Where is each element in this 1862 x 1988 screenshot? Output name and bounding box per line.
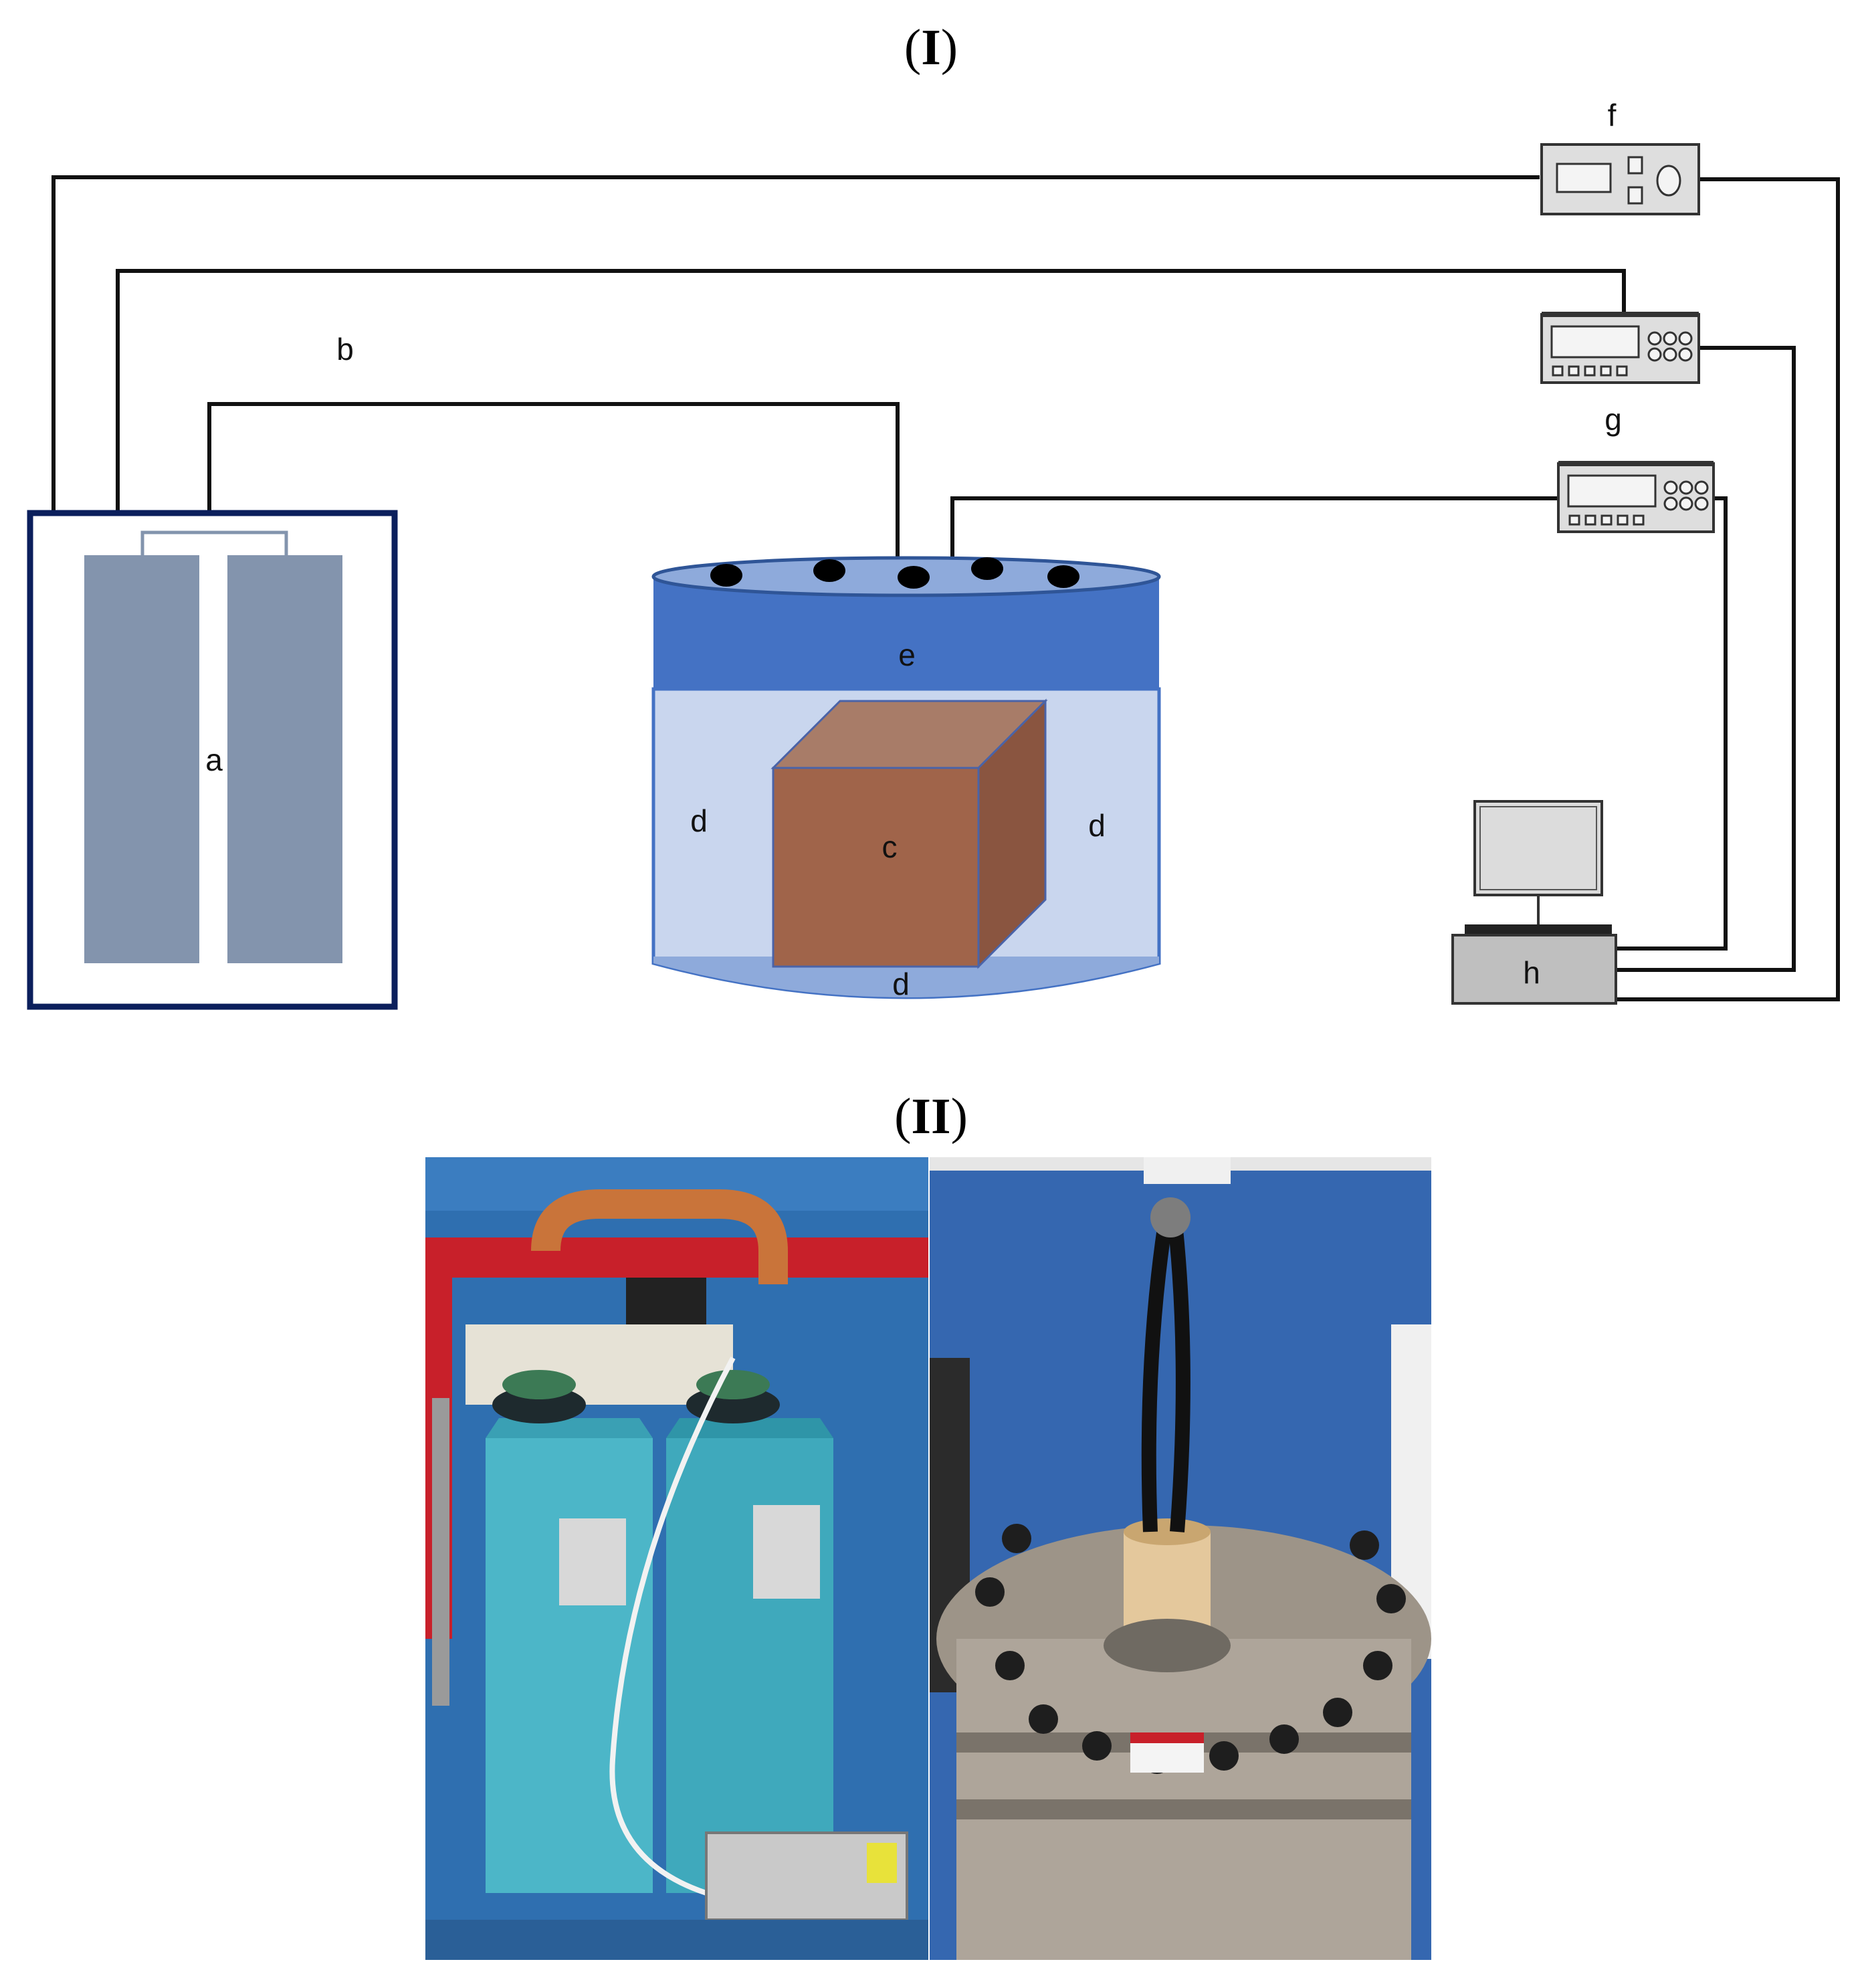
panel-title-top: (I) (904, 19, 958, 76)
electrode-hole (1047, 565, 1079, 588)
instrument-f-knob (1656, 165, 1681, 197)
label-f: f (1608, 98, 1617, 132)
vessel: c d d d e (651, 556, 1161, 1001)
computer-base (1451, 934, 1617, 1005)
vessel-lid (653, 577, 1159, 689)
electrode-hole (813, 559, 845, 582)
instrument-f-button (1627, 156, 1643, 175)
wires (51, 175, 1840, 1001)
instrument-f-display (1556, 163, 1612, 193)
label-d-right: d (1088, 808, 1106, 843)
electrode-hole (898, 566, 930, 589)
instrument-g-rim (1558, 461, 1714, 466)
label-a: a (205, 742, 223, 777)
instrument-g-display (1567, 474, 1657, 508)
electrode-hole (971, 557, 1003, 580)
wire-capacitor-to-f (51, 175, 1540, 512)
wire-meter-to-h (1617, 346, 1796, 972)
capacitor-plate-right (227, 555, 342, 963)
wire-f-to-h (1617, 177, 1840, 1001)
computer-screen (1479, 806, 1597, 890)
schematic-diagram: a b c d d d e f (27, 98, 1840, 1010)
capacitor-bank: a (27, 510, 398, 1010)
computer-h: h (1451, 800, 1617, 1005)
panel-title-bottom: (II) (894, 1088, 968, 1145)
label-e: e (898, 637, 916, 672)
capacitor-plate-left (84, 555, 199, 963)
label-g: g (1605, 402, 1622, 437)
meter-top (1540, 312, 1700, 384)
instrument-f-button (1627, 186, 1643, 205)
instrument-g: g (1557, 402, 1715, 533)
label-c: c (882, 829, 898, 864)
electrode-hole (710, 564, 742, 587)
wire-g-to-h (1617, 496, 1728, 951)
label-h: h (1523, 955, 1540, 990)
meter-top-display (1550, 325, 1640, 359)
wire-capacitor-to-vessel (207, 402, 900, 565)
capacitor-bank-photo (425, 1157, 928, 1960)
reactor-vessel-photo (930, 1157, 1431, 1960)
meter-top-rim (1542, 312, 1699, 317)
label-d-left: d (690, 803, 708, 838)
label-d-bottom: d (892, 967, 910, 1001)
wire-capacitor-to-meter (116, 269, 1626, 512)
computer-monitor (1473, 800, 1603, 896)
capacitor-bridge (140, 530, 288, 555)
instrument-f: f (1540, 98, 1700, 215)
cube-front (772, 767, 980, 968)
computer-keyboard (1465, 924, 1612, 934)
label-b: b (336, 332, 354, 367)
